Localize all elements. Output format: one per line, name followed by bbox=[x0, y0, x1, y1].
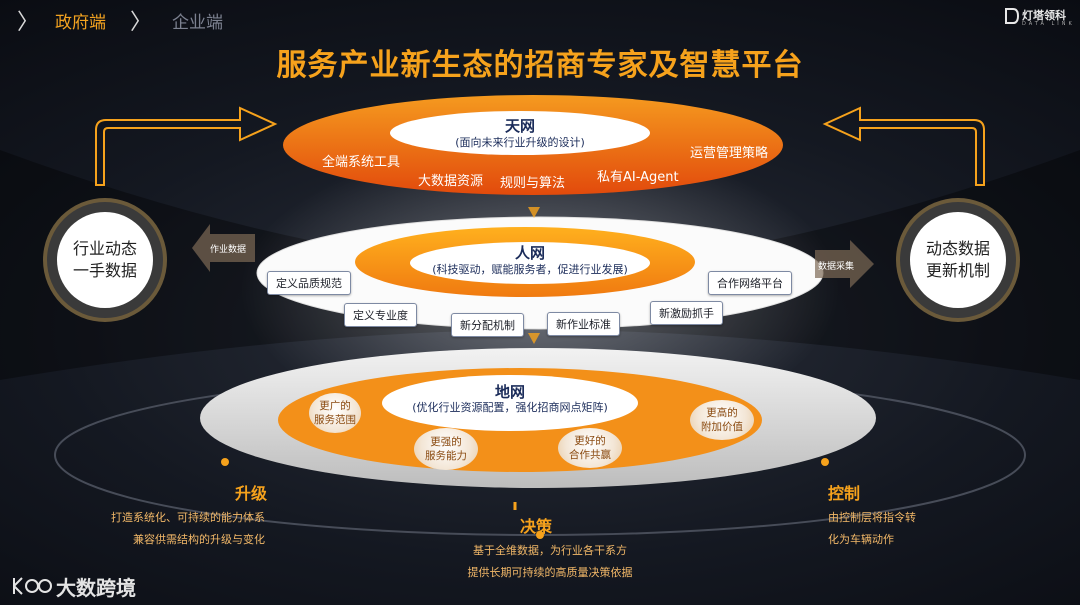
left-arrow-label: 作业数据 bbox=[210, 245, 247, 255]
tianwang-title: 天网 bbox=[504, 117, 535, 135]
control-title: 控制 bbox=[828, 484, 861, 503]
tianwang-label: 私有AI-Agent bbox=[597, 170, 679, 185]
brand-name: 灯塔领科 bbox=[1022, 9, 1066, 22]
nav-chevron-1: 〉 bbox=[17, 10, 40, 35]
brand-logo: 灯塔领科 DATA LINK bbox=[1005, 6, 1075, 30]
tianwang-label: 全端系统工具 bbox=[322, 155, 401, 170]
tianwang-label: 大数据资源 bbox=[418, 174, 484, 189]
diwang-bubble: 更强的 服务能力 bbox=[414, 428, 478, 470]
nav-tab-enterprise[interactable]: 企业端 bbox=[172, 13, 223, 33]
decision-title: 决策 bbox=[520, 517, 553, 536]
renwang-box: 定义专业度 bbox=[344, 303, 417, 327]
renwang-box: 新分配机制 bbox=[451, 313, 524, 337]
footer-logo: 大数跨境 bbox=[10, 572, 150, 600]
renwang-title: 人网 bbox=[514, 244, 545, 262]
upgrade-line: 兼容供需结构的升级与变化 bbox=[133, 533, 265, 546]
orbit-dot-left bbox=[221, 458, 229, 466]
left-circle: 行业动态 一手数据 bbox=[57, 212, 153, 308]
renwang-box: 新作业标准 bbox=[547, 312, 620, 336]
footer-logo-icon bbox=[13, 577, 52, 595]
renwang-subtitle: (科技驱动，赋能服务者，促进行业发展) bbox=[432, 263, 628, 276]
right-arrow-label: 数据采集 bbox=[818, 262, 855, 272]
upgrade-desc: 打造系统化、可持续的能力体系 兼容供需结构的升级与变化 bbox=[60, 507, 265, 551]
upgrade-line: 打造系统化、可持续的能力体系 bbox=[111, 511, 265, 524]
control-line: 由控制层将指令转 bbox=[828, 511, 916, 524]
diwang-title: 地网 bbox=[494, 383, 525, 401]
control-line: 化为车辆动作 bbox=[828, 533, 894, 546]
upgrade-title: 升级 bbox=[235, 484, 268, 503]
control-desc: 由控制层将指令转 化为车辆动作 bbox=[828, 507, 988, 551]
arrow-right-data bbox=[815, 240, 874, 288]
arrow-left-data bbox=[192, 224, 255, 272]
decision-desc: 基于全维数据，为行业各干系方 提供长期可持续的高质量决策依据 bbox=[440, 540, 660, 584]
diwang-subtitle: (优化行业资源配置，强化招商网点矩阵) bbox=[412, 401, 608, 414]
arrow-top-left bbox=[95, 106, 278, 186]
orbit-dot-center bbox=[536, 531, 544, 539]
footer-logo-text: 大数跨境 bbox=[56, 576, 136, 600]
diwang-bubble: 更好的 合作共赢 bbox=[558, 428, 622, 468]
page-title: 服务产业新生态的招商专家及智慧平台 bbox=[276, 48, 804, 83]
orbit-dot-right bbox=[821, 458, 829, 466]
right-circle: 动态数据 更新机制 bbox=[910, 212, 1006, 308]
decision-line: 基于全维数据，为行业各干系方 bbox=[473, 544, 627, 557]
diwang-center bbox=[382, 375, 638, 431]
renwang-box: 定义品质规范 bbox=[267, 271, 351, 295]
arrow-top-right bbox=[822, 106, 985, 186]
tianwang-subtitle: (面向未来行业升级的设计) bbox=[455, 136, 585, 149]
renwang-box: 新激励抓手 bbox=[650, 301, 723, 325]
diwang-bubble: 更高的 附加价值 bbox=[690, 400, 754, 440]
diwang-bubble: 更广的 服务范围 bbox=[309, 393, 361, 433]
renwang-center bbox=[410, 242, 650, 284]
nav-chevron-2: 〉 bbox=[130, 10, 153, 35]
brand-sub: DATA LINK bbox=[1022, 21, 1075, 27]
tianwang-label: 运营管理策略 bbox=[690, 146, 769, 161]
tianwang-label: 规则与算法 bbox=[500, 176, 566, 191]
renwang-box: 合作网络平台 bbox=[708, 271, 792, 295]
brand-mark-icon bbox=[1005, 8, 1019, 24]
decision-line: 提供长期可持续的高质量决策依据 bbox=[467, 566, 633, 579]
tianwang-center bbox=[390, 111, 650, 155]
nav-tab-government[interactable]: 政府端 bbox=[55, 13, 106, 33]
